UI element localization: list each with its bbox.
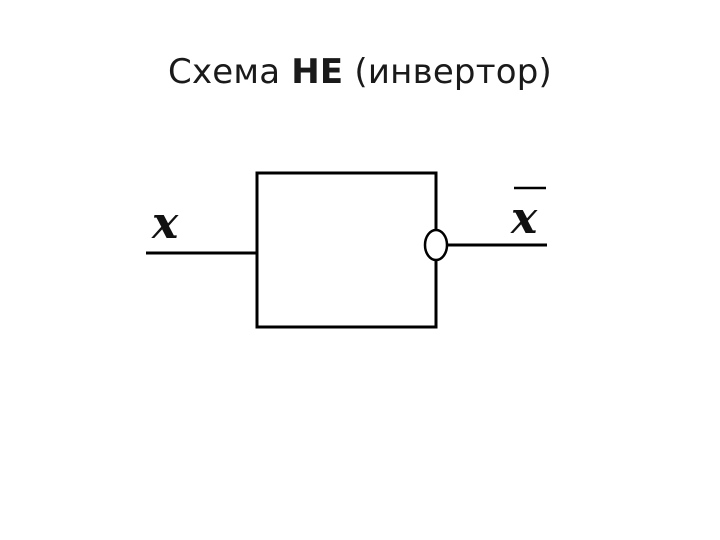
title-suffix: (инвертор) [354, 52, 552, 92]
inversion-bubble [423, 228, 449, 262]
slide-title: Схема НЕ (инвертор) [0, 52, 720, 92]
title-gate-name: НЕ [291, 52, 344, 92]
input-label: x [151, 198, 179, 249]
title-prefix: Схема [168, 52, 281, 92]
gate-box [255, 171, 438, 329]
output-label: x [510, 193, 538, 244]
